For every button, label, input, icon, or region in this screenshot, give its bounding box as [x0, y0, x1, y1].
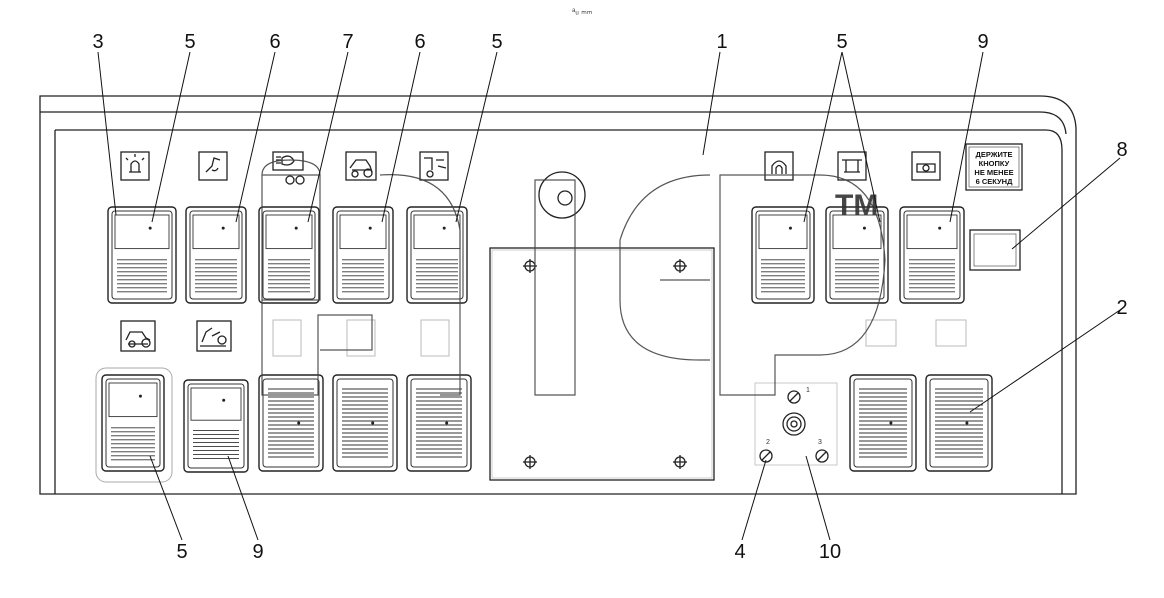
warning-line4: 6 СЕКУНД — [976, 177, 1014, 186]
beacon-icon — [911, 151, 941, 181]
callout-7: 7 — [342, 31, 353, 53]
callout-5-c: 5 — [836, 31, 847, 53]
callout-9-b: 9 — [252, 541, 263, 563]
switch-hitch[interactable] — [185, 206, 247, 304]
selector-screw-right — [815, 449, 829, 463]
switch-blank-4[interactable] — [849, 374, 917, 472]
switch-rear-tractor[interactable] — [101, 374, 165, 472]
switch-steering[interactable] — [825, 206, 889, 304]
switch-beacon[interactable] — [899, 206, 965, 304]
switch-blank-5[interactable] — [925, 374, 993, 472]
callout-5-d: 5 — [176, 541, 187, 563]
selector-pos-2: 2 — [766, 439, 770, 446]
watermark-tm: TM — [835, 189, 878, 222]
hitch-icon — [198, 151, 228, 181]
leader-lines — [97, 51, 1121, 541]
callout-3: 3 — [92, 31, 103, 53]
switch-bezel — [95, 367, 173, 483]
callout-numbers: 3 5 6 7 6 5 1 5 9 8 2 5 9 4 10 — [92, 31, 1127, 563]
tractor-icon — [345, 151, 377, 181]
callout-5-a: 5 — [184, 31, 195, 53]
warning-line3: НЕ МЕНЕЕ — [974, 168, 1013, 177]
selector-knob[interactable] — [782, 412, 806, 436]
switch-blank-2[interactable] — [332, 374, 398, 472]
callout-4: 4 — [734, 541, 745, 563]
plate-screws — [523, 259, 687, 469]
selector-pos-3: 3 — [818, 439, 822, 446]
hazard-light-icon — [120, 151, 150, 181]
empty-lamp-slots — [272, 319, 967, 357]
icon-row-top — [120, 151, 941, 185]
selector-screw-top — [787, 390, 801, 404]
panel-body — [39, 95, 1077, 495]
plug-circle — [538, 171, 586, 219]
watermark: TM — [261, 159, 886, 396]
callout-10: 10 — [819, 541, 841, 563]
lower-switch-row — [95, 367, 993, 483]
switch-pto[interactable] — [406, 206, 468, 304]
callout-5-b: 5 — [491, 31, 502, 53]
warning-plate: ДЕРЖИТЕ КНОПКУ НЕ МЕНЕЕ 6 СЕКУНД — [965, 143, 1023, 191]
headlight-icon — [272, 151, 305, 185]
switch-blank-1[interactable] — [258, 374, 324, 472]
top-mark: ᵃᵤ ₘₘ — [572, 6, 593, 16]
upper-switch-row — [107, 206, 965, 304]
switch-blank-3[interactable] — [406, 374, 472, 472]
warning-line1: ДЕРЖИТЕ — [975, 150, 1012, 159]
indicator-lamp — [969, 229, 1021, 271]
switch-tractor[interactable] — [332, 206, 394, 304]
switch-lift[interactable] — [183, 379, 249, 473]
callout-9-a: 9 — [977, 31, 988, 53]
switch-headlight[interactable] — [258, 206, 320, 304]
mode-selector: 1 2 3 — [754, 382, 838, 466]
rear-tractor-icon — [120, 320, 156, 352]
callout-6-a: 6 — [269, 31, 280, 53]
switch-diff-lock[interactable] — [751, 206, 815, 304]
selector-pos-1: 1 — [806, 387, 810, 394]
callout-6-b: 6 — [414, 31, 425, 53]
switch-hazard[interactable] — [107, 206, 177, 304]
pto-icon — [419, 151, 449, 181]
callout-1: 1 — [716, 31, 727, 53]
differential-lock-icon — [764, 151, 794, 181]
callout-8: 8 — [1116, 139, 1127, 161]
steering-icon — [837, 151, 867, 181]
selector-screw-left — [759, 449, 773, 463]
callout-2: 2 — [1116, 297, 1127, 319]
lift-icon — [196, 320, 232, 352]
warning-line2: КНОПКУ — [979, 159, 1010, 168]
mounting-plate — [489, 247, 715, 481]
